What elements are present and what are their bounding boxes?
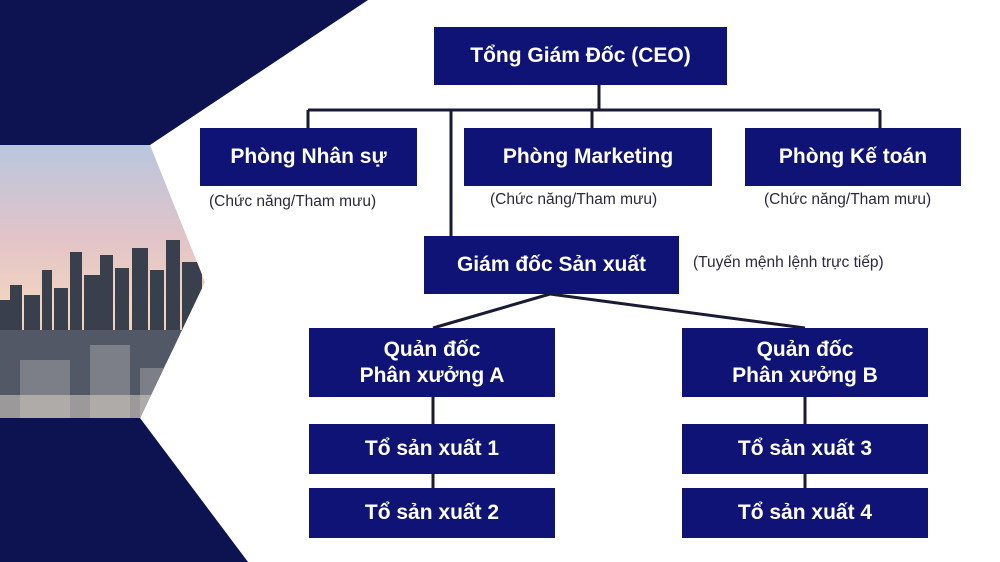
- bottom-chevron: [0, 418, 248, 562]
- ceo-box: Tổng Giám Đốc (CEO): [434, 27, 727, 85]
- to-foreman-a: [432, 292, 551, 330]
- foreman-a-box: Quản đốc Phân xưởng A: [309, 328, 555, 397]
- line-command-note: (Tuyến mệnh lệnh trực tiếp): [693, 254, 884, 271]
- production-team-1-box: Tổ sản xuất 1: [309, 424, 555, 474]
- foreman-b-box: Quản đốc Phân xưởng B: [682, 328, 928, 397]
- production-director-box: Giám đốc Sản xuất: [424, 236, 679, 294]
- accounting-department-box: Phòng Kế toán: [745, 128, 961, 186]
- production-team-4-box: Tổ sản xuất 4: [682, 488, 928, 538]
- production-team-3-box: Tổ sản xuất 3: [682, 424, 928, 474]
- hr-department-box: Phòng Nhân sự: [200, 128, 417, 186]
- production-team-2-box: Tổ sản xuất 2: [309, 488, 555, 538]
- hr-staff-note: (Chức năng/Tham mưu): [209, 193, 377, 210]
- marketing-staff-note: (Chức năng/Tham mưu): [490, 191, 658, 208]
- marketing-department-box: Phòng Marketing: [464, 128, 712, 186]
- accounting-staff-note: (Chức năng/Tham mưu): [764, 191, 932, 208]
- top-chevron: [0, 0, 368, 145]
- to-foreman-b: [549, 292, 806, 330]
